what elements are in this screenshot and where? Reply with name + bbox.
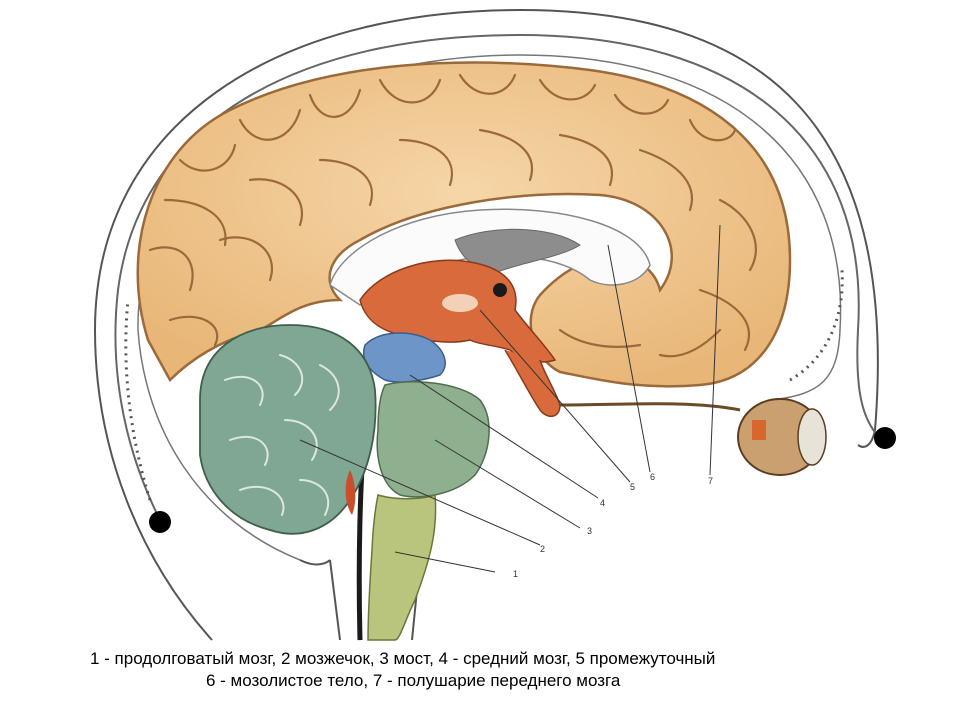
callout-leaders: [299, 224, 721, 573]
callout-7: 7: [708, 476, 713, 486]
skull-outer-bone: [114, 33, 881, 521]
skull-inner-bone: [137, 54, 842, 561]
leader-7: [709, 224, 721, 476]
leader-3: [434, 439, 581, 529]
medulla-oblongata: [367, 493, 437, 641]
eye-lens: [797, 408, 827, 466]
pituitary-stalk: [504, 349, 561, 417]
callout-2: 2: [540, 544, 545, 554]
leader-1: [394, 551, 496, 573]
eye-orange-detail: [752, 420, 766, 440]
callout-6: 6: [650, 472, 655, 482]
landmark-dot-right: [874, 427, 896, 449]
leader-2: [299, 439, 541, 546]
callout-5: 5: [630, 482, 635, 492]
midbrain: [363, 332, 446, 383]
callout-4: 4: [600, 498, 605, 508]
landmark-dot-left: [149, 511, 171, 533]
scalp-outline: [93, 8, 879, 641]
cerebellum-red-accent: [345, 470, 356, 515]
caption-line-2: 6 - мозолистое тело, 7 - полушарие перед…: [206, 671, 621, 690]
leader-4: [409, 374, 599, 499]
pons: [376, 381, 490, 498]
leader-6: [607, 244, 651, 473]
pineal-body: [493, 283, 507, 297]
callout-1: 1: [513, 569, 518, 579]
cortex-gyri: [148, 73, 757, 358]
callout-3: 3: [587, 526, 592, 536]
diagram-caption: 1 - продолговатый мозг, 2 мозжечок, 3 мо…: [0, 648, 960, 692]
skull-dotted-texture: [124, 269, 844, 501]
thalamus-mass: [442, 294, 478, 312]
caption-line-1: 1 - продолговатый мозг, 2 мозжечок, 3 мо…: [90, 649, 716, 668]
leader-5: [479, 309, 631, 483]
cerebellum-folia: [224, 354, 340, 516]
optic-nerve: [559, 402, 741, 412]
